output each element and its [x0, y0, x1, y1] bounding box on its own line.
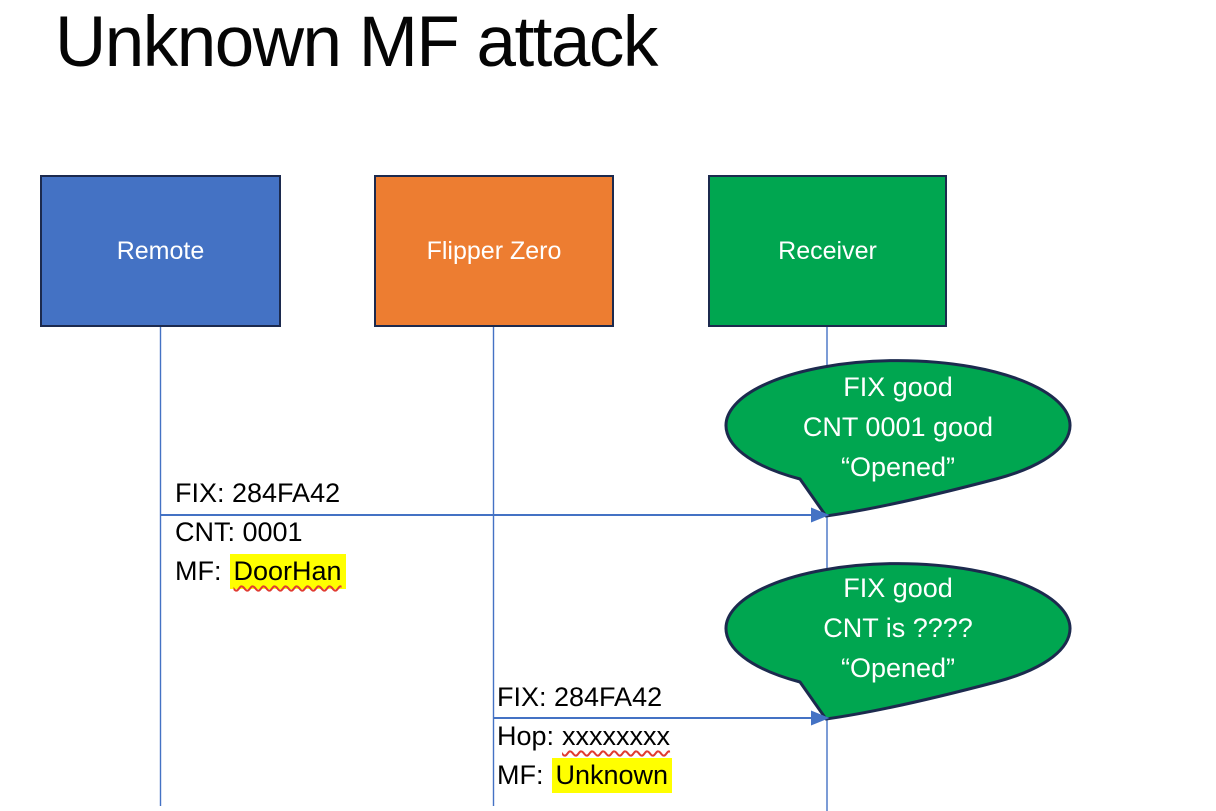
callout-1-line-1: FIX good — [843, 372, 953, 402]
callout-1-line-2: CNT 0001 good — [802, 412, 994, 442]
message-2-line-hop: Hop:xxxxxxxx — [497, 717, 672, 756]
message-1-arrowhead-icon — [811, 507, 830, 523]
page-title: Unknown MF attack — [55, 3, 658, 82]
message-1-line-fix: FIX: 284FA42 — [175, 478, 341, 508]
actor-receiver-label: Receiver — [778, 236, 877, 265]
message-2-line-fix: FIX: 284FA42 — [497, 682, 663, 712]
callout-1-text: FIX good CNT 0001 good “Opened” — [725, 367, 1071, 487]
actor-remote-label: Remote — [116, 236, 205, 265]
callout-2-line-2: CNT is ???? — [823, 613, 973, 643]
message-2-hop-value: xxxxxxxx — [562, 721, 671, 751]
message-1-mf-value-highlighted: DoorHan — [229, 554, 346, 589]
callout-2-line-3: “Opened” — [840, 653, 956, 683]
message-1-labels: FIX: 284FA42 CNT: 0001 MF:DoorHan — [175, 474, 346, 591]
actor-box-flipper-zero: Flipper Zero — [374, 175, 614, 327]
message-1-line-cnt: CNT: 0001 — [175, 517, 303, 547]
callout-2-line-1: FIX good — [843, 573, 953, 603]
actor-box-receiver: Receiver — [708, 175, 947, 327]
message-2-mf-value-highlighted: Unknown — [551, 758, 673, 793]
message-2-labels: FIX: 284FA42 Hop:xxxxxxxx MF:Unknown — [497, 678, 673, 795]
message-1-line-mf: MF:DoorHan — [175, 552, 346, 591]
actor-box-remote: Remote — [40, 175, 281, 327]
callout-1-line-3: “Opened” — [840, 452, 956, 482]
message-2-mf-prefix: MF: — [497, 760, 544, 790]
message-2-line-mf: MF:Unknown — [497, 756, 673, 795]
message-1-mf-prefix: MF: — [175, 556, 222, 586]
callout-2-text: FIX good CNT is ???? “Opened” — [725, 568, 1071, 688]
message-2-arrowhead-icon — [811, 710, 830, 726]
actor-flipper-zero-label: Flipper Zero — [426, 236, 562, 265]
message-2-hop-prefix: Hop: — [497, 721, 555, 751]
